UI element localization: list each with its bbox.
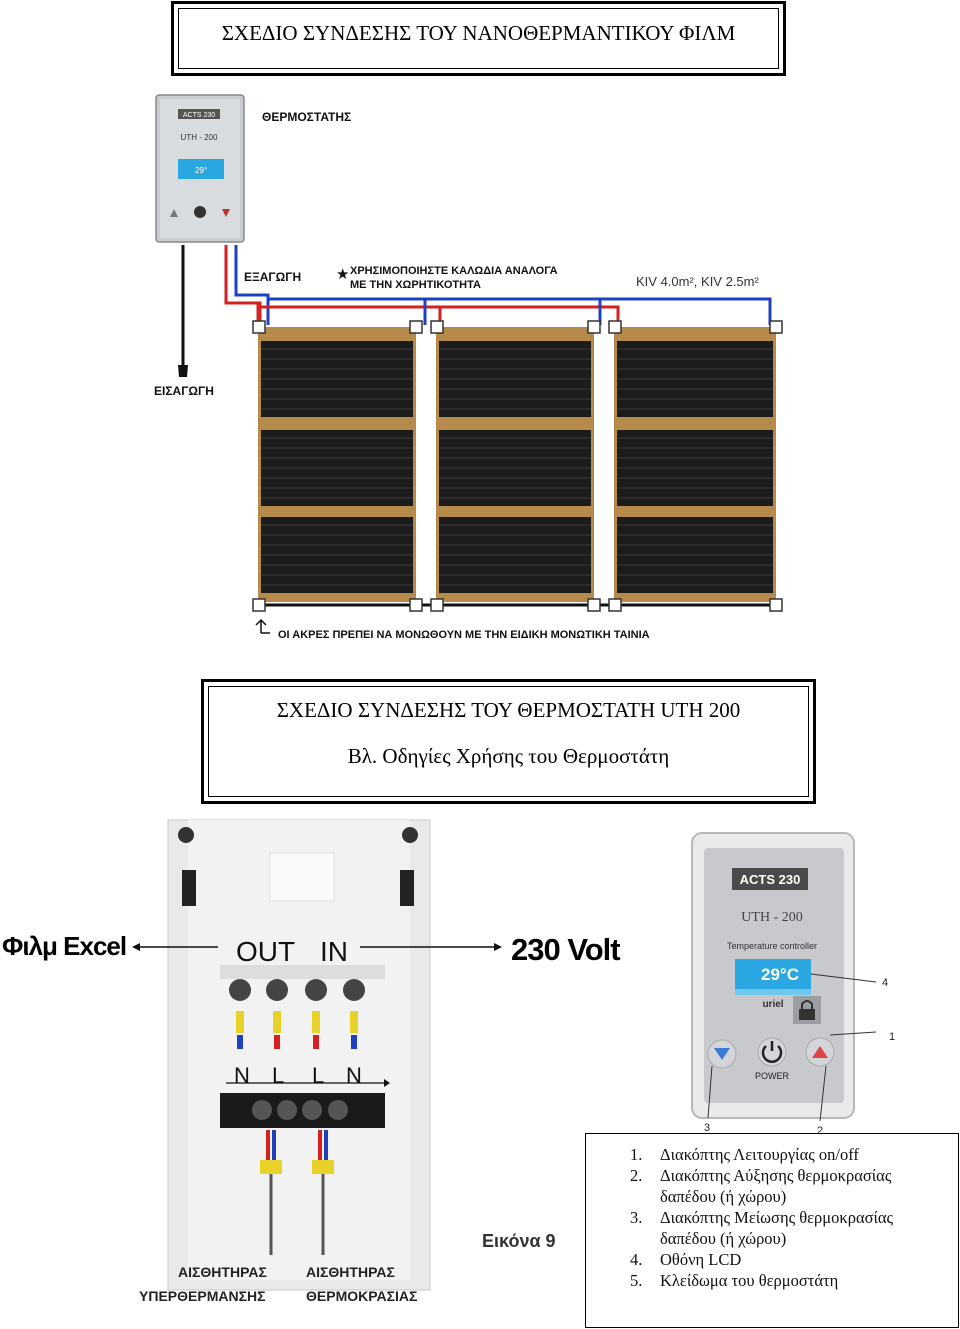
film-label: Φιλμ Excel: [2, 931, 126, 961]
in-label: IN: [320, 936, 348, 967]
lock-icon[interactable]: [793, 996, 821, 1024]
callout-4: 4: [882, 977, 888, 989]
legend-text: Διακόπτης Μείωσης θερμοκρασίας δαπέδου (…: [660, 1208, 894, 1248]
thermostat-label: ΘΕΡΜΟΣΤΑΤΗΣ: [262, 110, 351, 124]
heating-film-strip-3: [614, 327, 776, 602]
callout-3: 3: [704, 1122, 710, 1134]
front-model: UTH - 200: [741, 910, 802, 925]
heating-film-diagram: ACTS 230 UTH - 200 29° ΘΕΡΜΟΣΤΑΤΗΣ ΕΙΣΑΓ…: [154, 94, 783, 641]
power-input-cable: [178, 245, 188, 377]
cable-spec: KIV 4.0m², KIV 2.5m²: [636, 274, 759, 289]
terminal-labels: N L L N: [226, 1063, 390, 1088]
front-temperature: 29°C: [761, 965, 799, 984]
top-thermostat-brand: ACTS 230: [183, 112, 215, 119]
top-thermostat-device: ACTS 230 UTH - 200 29°: [155, 94, 245, 243]
front-brand: ACTS 230: [740, 872, 801, 887]
terminal-label-l-in: L: [312, 1063, 324, 1088]
controls-legend: 1.Διακόπτης Λειτουργίας on/off 2.Διακόπτ…: [585, 1133, 959, 1328]
terminal-label-l-out: L: [272, 1063, 284, 1088]
decrease-button[interactable]: [707, 1039, 737, 1069]
legend-list: 1.Διακόπτης Λειτουργίας on/off 2.Διακόπτ…: [630, 1144, 950, 1291]
front-subtitle: Temperature controller: [727, 941, 817, 951]
film-connectors-bottom: [252, 598, 783, 612]
legend-item: 3.Διακόπτης Μείωσης θερμοκρασίας δαπέδου…: [630, 1207, 950, 1249]
upper-terminal-block: [229, 979, 365, 1049]
thermostat-front-panel: ACTS 230 UTH - 200 Temperature controlle…: [691, 832, 895, 1137]
callout-2: 2: [817, 1125, 823, 1137]
top-thermostat-temp: 29°: [195, 166, 207, 175]
insulation-arrow-icon: [255, 618, 270, 634]
insulation-note: ΟΙ ΑΚΡΕΣ ΠΡΕΠΕΙ ΝΑ ΜΟΝΩΘΟΥΝ ΜΕ ΤΗΝ ΕΙΔΙΚ…: [278, 629, 650, 641]
legend-text: Διακόπτης Αύξησης θερμοκρασίας δαπέδου (…: [660, 1166, 892, 1206]
legend-text: Διακόπτης Λειτουργίας on/off: [660, 1145, 859, 1164]
legend-item: 2.Διακόπτης Αύξησης θερμοκρασίας δαπέδου…: [630, 1165, 950, 1207]
power-button[interactable]: [757, 1037, 787, 1067]
voltage-label: 230 Volt: [511, 932, 620, 967]
heating-film-strip-2: [436, 327, 594, 602]
star-icon: ★: [336, 266, 349, 283]
increase-button[interactable]: [805, 1037, 835, 1067]
top-thermostat-model: UTH - 200: [181, 133, 218, 142]
legend-text: Οθόνη LCD: [660, 1250, 742, 1269]
terminal-label-n-out: N: [234, 1063, 250, 1088]
legend-item: 5.Κλείδωμα του θερμοστάτη: [630, 1271, 839, 1290]
legend-text: Κλείδωμα του θερμοστάτη: [660, 1271, 839, 1290]
heating-film-strip-1: [258, 327, 416, 602]
section2-title-box: ΣΧΕΔΙΟ ΣΥΝΔΕΣΗΣ ΤΟΥ ΘΕΡΜΟΣΤΑΤΗ UTH 200 Β…: [201, 679, 816, 804]
lcd-display: [735, 959, 811, 989]
exagogi-label: ΕΞΑΓΩΓΗ: [244, 270, 301, 284]
cable-note-line1: ΧΡΗΣΙΜΟΠΟΙΗΣΤΕ ΚΑΛΩΔΙΑ ΑΝΑΛΟΓΑ: [350, 265, 558, 277]
front-logo: uriel: [762, 999, 783, 1010]
legend-item: 4.Οθόνη LCD: [630, 1250, 742, 1269]
sensor-temp-line2: ΘΕΡΜΟΚΡΑΣΙΑΣ: [306, 1288, 417, 1304]
figure-label: Εικόνα 9: [482, 1231, 556, 1251]
cable-note-line2: ΜΕ ΤΗΝ ΧΩΡΗΤΙΚΟΤΗΤΑ: [350, 279, 481, 291]
out-label: OUT: [236, 936, 295, 967]
callout-1: 1: [889, 1031, 895, 1043]
screw-icon: [178, 827, 194, 843]
arrow-right-icon: [494, 943, 502, 951]
terminal-label-n-in: N: [346, 1063, 362, 1088]
main-title: ΣΧΕΔΙΟ ΣΥΝΔΕΣΗΣ ΤΟΥ ΝΑΝΟΘΕΡΜΑΝΤΙΚΟΥ ΦΙΛΜ: [221, 21, 736, 45]
section2-title: ΣΧΕΔΙΟ ΣΥΝΔΕΣΗΣ ΤΟΥ ΘΕΡΜΟΣΤΑΤΗ UTH 200: [276, 698, 741, 722]
lower-terminal-block: [220, 1093, 385, 1255]
section2-subtitle: Βλ. Οδηγίες Χρήσης του Θερμοστάτη: [347, 744, 670, 768]
arrow-left-icon: [132, 943, 140, 951]
eisagogi-label: ΕΙΣΑΓΩΓΗ: [154, 384, 214, 398]
main-title-box: ΣΧΕΔΙΟ ΣΥΝΔΕΣΗΣ ΤΟΥ ΝΑΝΟΘΕΡΜΑΝΤΙΚΟΥ ΦΙΛΜ: [171, 1, 786, 76]
sensor-overheat-line2: ΥΠΕΡΘΕΡΜΑΝΣΗΣ: [139, 1288, 266, 1304]
legend-item: 1.Διακόπτης Λειτουργίας on/off: [630, 1145, 859, 1164]
thermostat-wiring-diagram: N L L N OUT IN Φιλμ Excel 230 Volt ΑΙΣΘΗ…: [2, 819, 621, 1304]
sensor-temp-line1: ΑΙΣΘΗΤΗΡΑΣ: [306, 1264, 395, 1280]
film-connectors-top: [252, 320, 783, 334]
sensor-overheat-line1: ΑΙΣΘΗΤΗΡΑΣ: [178, 1264, 267, 1280]
power-label: POWER: [755, 1071, 790, 1081]
screw-icon: [402, 827, 418, 843]
